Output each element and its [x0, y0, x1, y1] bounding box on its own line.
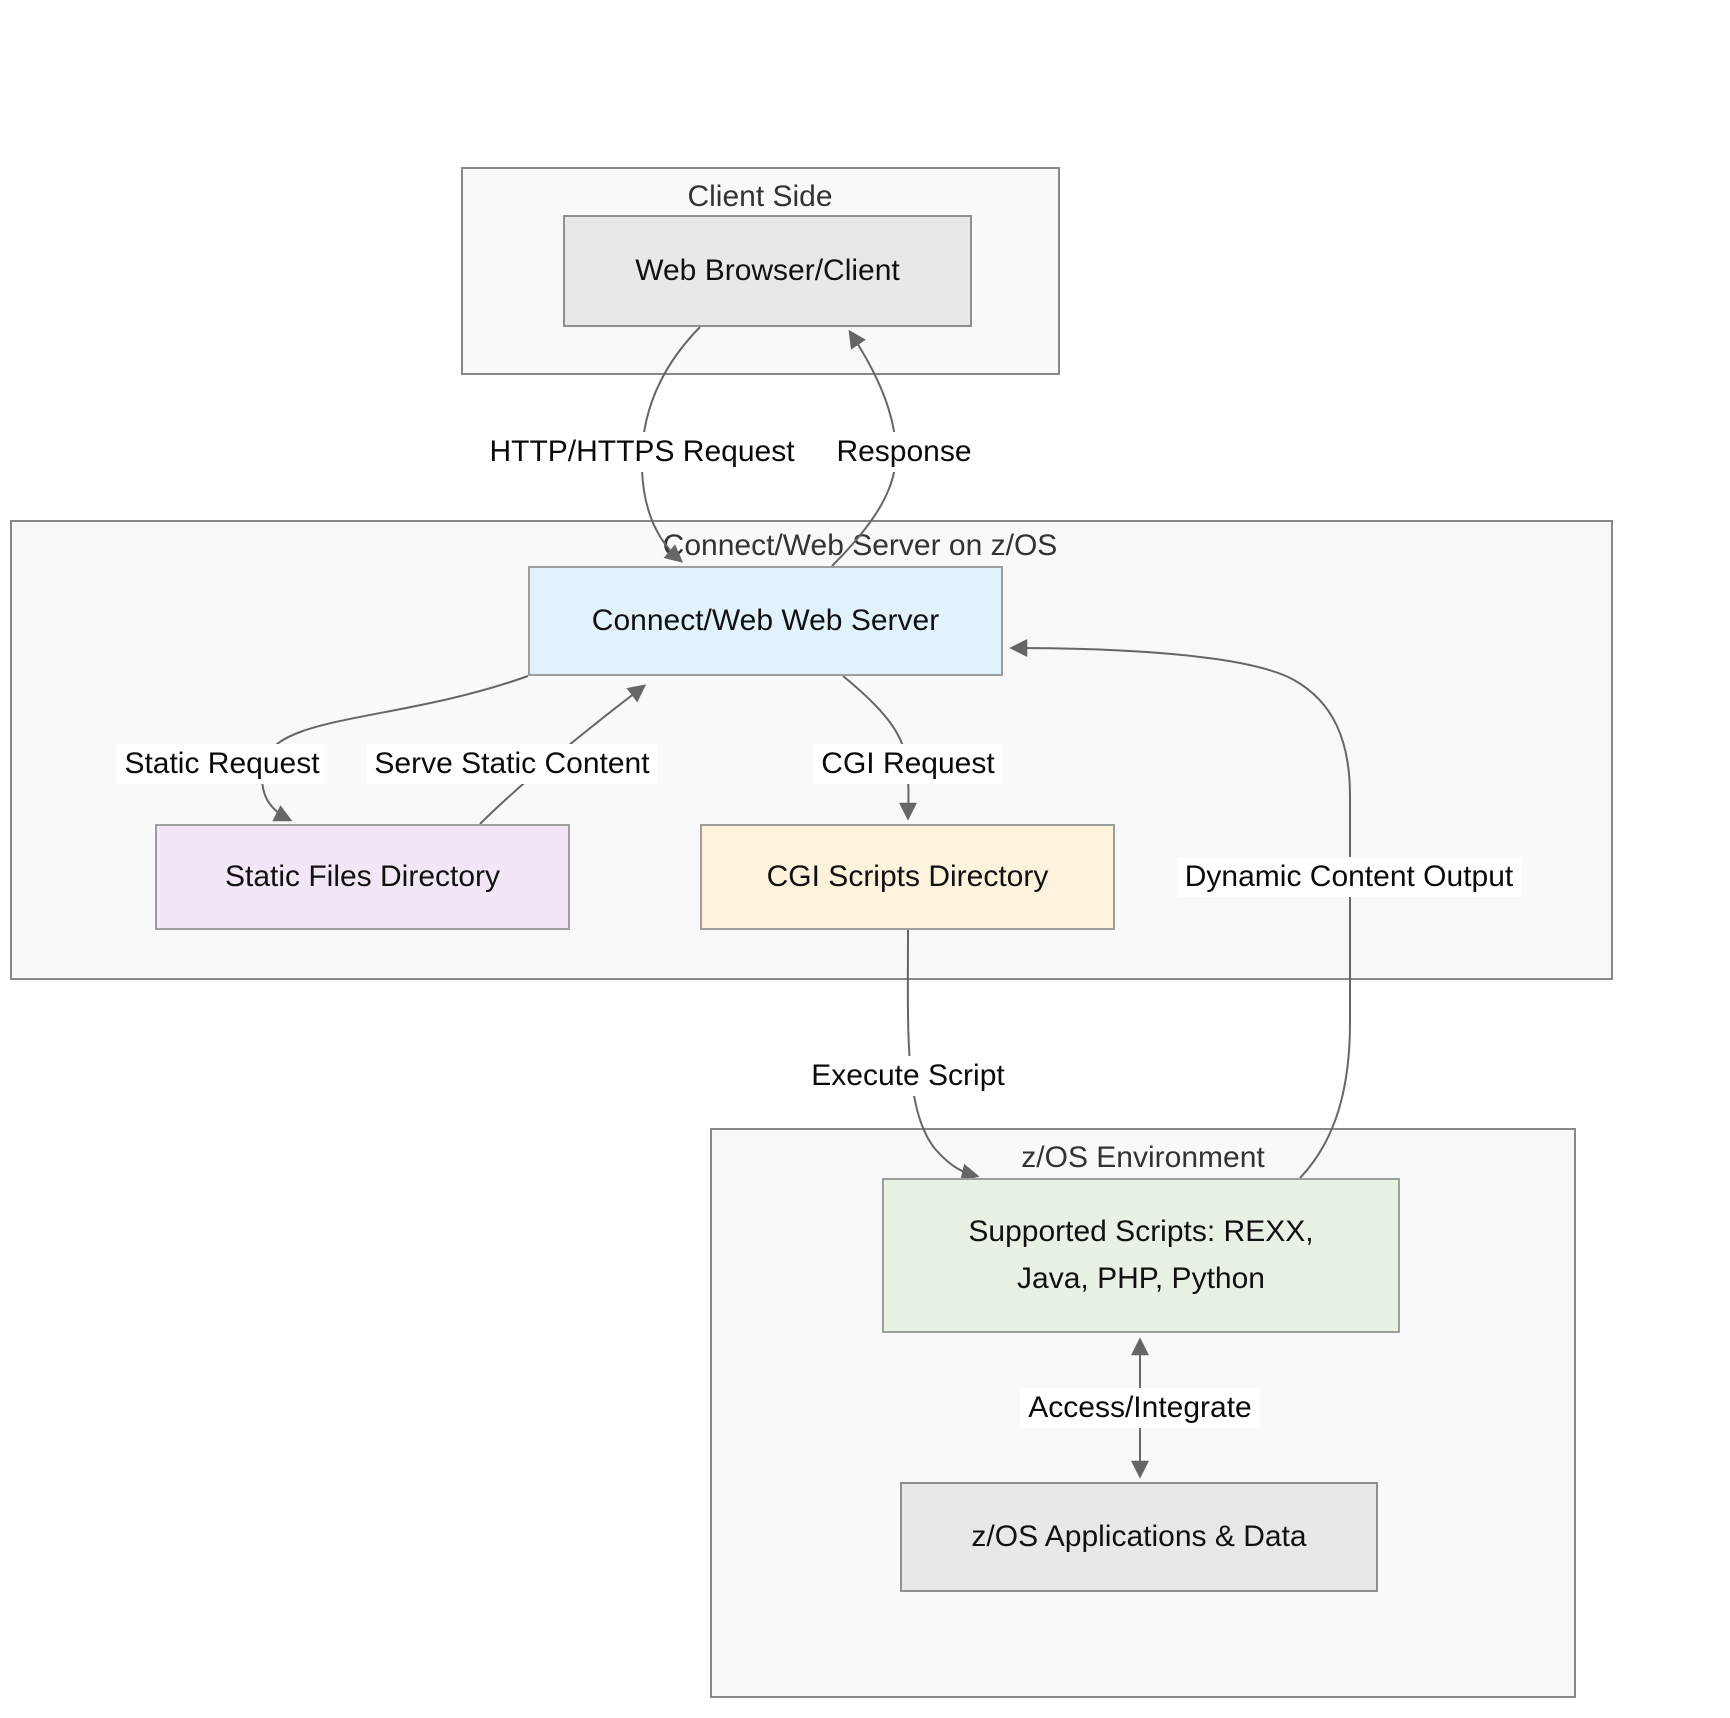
edge-label-execute-script: Execute Script — [803, 1056, 1013, 1096]
node-zos-applications-data: z/OS Applications & Data — [900, 1482, 1378, 1592]
subgraph-client-side-title: Client Side — [687, 180, 833, 213]
node-supported-scripts-line2: Java, PHP, Python — [1017, 1261, 1265, 1295]
edge-label-response: Response — [828, 432, 980, 472]
node-connect-web-web-server: Connect/Web Web Server — [528, 566, 1003, 676]
node-zos-applications-data-label: z/OS Applications & Data — [971, 1519, 1307, 1553]
node-supported-scripts: Supported Scripts: REXX, Java, PHP, Pyth… — [882, 1178, 1400, 1333]
node-cgi-scripts-directory-label: CGI Scripts Directory — [766, 859, 1049, 893]
edge-label-access-integrate: Access/Integrate — [1020, 1388, 1260, 1428]
subgraph-connect-web-server-title: Connect/Web Server on z/OS — [662, 529, 1058, 562]
node-web-browser-client-label: Web Browser/Client — [635, 253, 900, 287]
node-static-files-directory-label: Static Files Directory — [224, 859, 501, 893]
subgraph-zos-environment-title: z/OS Environment — [1021, 1141, 1265, 1174]
node-cgi-scripts-directory: CGI Scripts Directory — [700, 824, 1115, 930]
edge-label-dynamic-content-output: Dynamic Content Output — [1176, 857, 1522, 897]
node-connect-web-web-server-label: Connect/Web Web Server — [591, 603, 940, 637]
edge-label-http-request: HTTP/HTTPS Request — [481, 432, 803, 472]
edge-label-serve-static-content: Serve Static Content — [366, 744, 658, 784]
node-web-browser-client: Web Browser/Client — [563, 215, 972, 327]
edge-label-cgi-request: CGI Request — [813, 744, 1003, 784]
edge-label-static-request: Static Request — [116, 744, 328, 784]
node-supported-scripts-line1: Supported Scripts: REXX, — [968, 1215, 1314, 1248]
node-static-files-directory: Static Files Directory — [155, 824, 570, 930]
